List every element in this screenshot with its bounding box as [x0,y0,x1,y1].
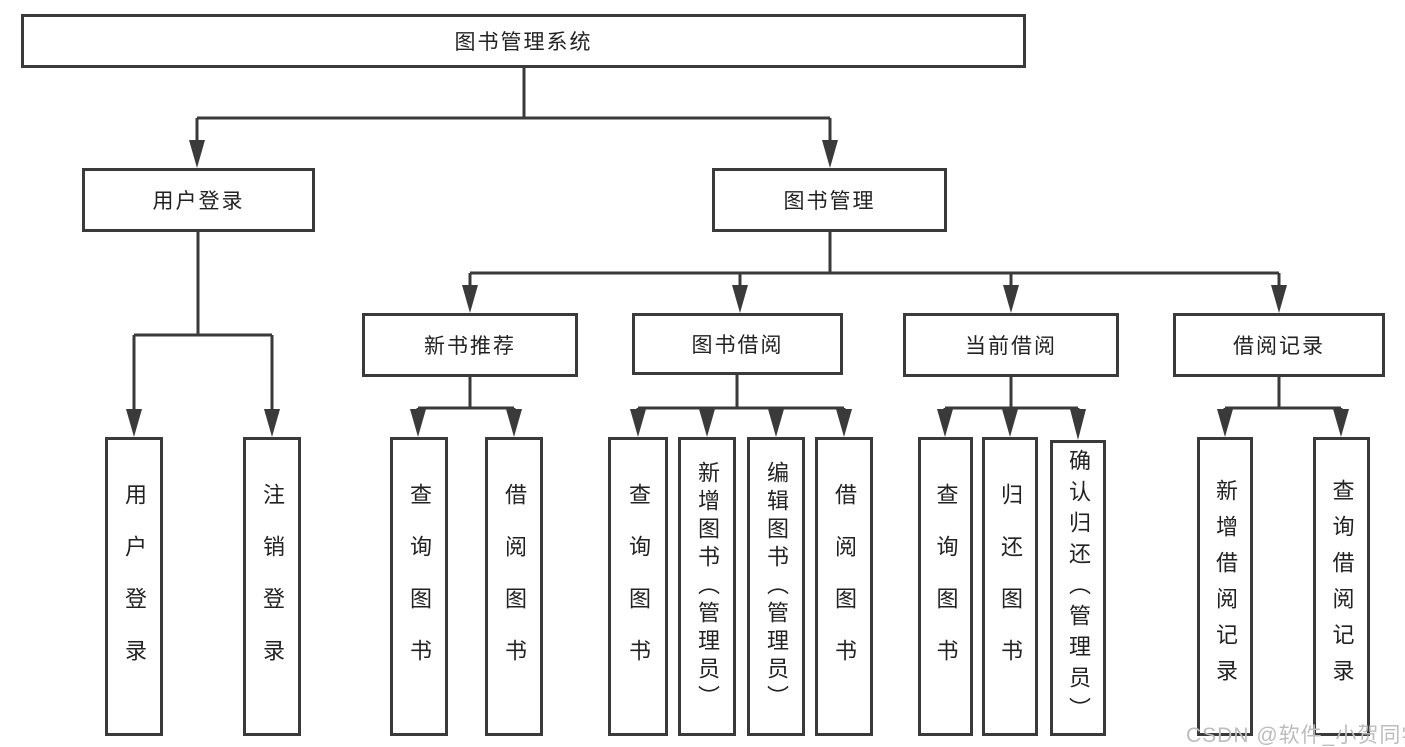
arrowhead [1271,285,1287,313]
node-user-login: 用户登录 [105,437,163,736]
node-label: 确认归还（管理员） [1066,448,1091,728]
node-label: 借阅图书 [832,482,857,691]
arrowhead [1217,409,1233,437]
node-label: 编辑图书（管理员） [764,460,789,713]
node-borrow-book: 借阅图书 [815,437,873,736]
node-label: 查询图书 [626,482,651,691]
node-label: 借阅记录 [1233,335,1325,358]
node-label: 用户登录 [152,190,245,213]
node-root-label: 图书管理系统 [454,31,593,54]
node-add-borrow-record: 新增借阅记录 [1197,437,1253,736]
node-add-book-admin: 新增图书（管理员） [678,437,736,736]
node-label: 新增借阅记录 [1213,478,1238,695]
node-label: 用户登录 [122,482,147,691]
arrowhead [836,409,852,437]
arrowhead [126,409,142,437]
node-query-books-current: 查询图书 [918,437,973,736]
arrowhead [732,285,748,313]
node-root: 图书管理系统 [21,14,1026,68]
node-book-borrow: 图书借阅 [632,313,843,375]
node-user-login-module: 用户登录 [82,168,315,232]
arrowhead [1070,409,1086,440]
node-return-book: 归还图书 [982,437,1038,736]
node-label: 查询图书 [933,482,959,691]
node-label: 新书推荐 [424,335,516,358]
connector-bookmgmt-to-level3 [468,232,1281,290]
arrowhead [189,140,205,168]
node-new-book-recommend: 新书推荐 [362,313,578,377]
node-confirm-return-admin: 确认归还（管理员） [1050,440,1106,736]
arrowhead [462,285,478,313]
arrowhead [1003,285,1019,313]
connector-current-to-leaves [943,377,1080,414]
node-edit-book-admin: 编辑图书（管理员） [747,437,805,736]
node-label: 查询图书 [407,482,432,691]
node-current-borrow: 当前借阅 [903,313,1119,377]
node-label: 注销登录 [260,482,285,691]
arrowhead [1002,409,1018,437]
arrowhead [506,409,522,437]
node-label: 图书借阅 [691,334,784,357]
node-query-books-borrow: 查询图书 [608,437,668,736]
arrowhead [822,140,838,168]
arrowhead [1333,409,1349,437]
node-label: 图书管理 [783,190,876,213]
connector-userlogin-to-leaves [132,232,274,414]
arrowhead [937,409,953,437]
node-label: 借阅图书 [502,482,527,691]
node-borrow-book-recommend: 借阅图书 [485,437,543,736]
node-book-management-module: 图书管理 [712,168,947,232]
node-label: 新增图书（管理员） [695,460,720,713]
node-borrow-records: 借阅记录 [1173,313,1385,377]
arrowhead [699,409,715,437]
arrowhead [768,409,784,437]
node-label: 查询借阅记录 [1329,478,1355,695]
connector-borrow-to-leaves [636,375,846,414]
node-label: 当前借阅 [965,335,1057,358]
connector-records-to-leaves [1223,377,1343,414]
connector-recommend-to-leaves [416,377,516,414]
csdn-watermark: CSDN @软件_小贺同学 [1186,724,1405,747]
node-logout: 注销登录 [243,437,301,736]
node-query-borrow-record: 查询借阅记录 [1313,437,1370,736]
node-query-books-recommend: 查询图书 [390,437,448,736]
arrowhead [410,409,426,437]
node-label: 归还图书 [998,482,1023,691]
arrowhead [264,409,280,437]
arrowhead [630,409,646,437]
connector-root-to-level2 [195,68,832,145]
